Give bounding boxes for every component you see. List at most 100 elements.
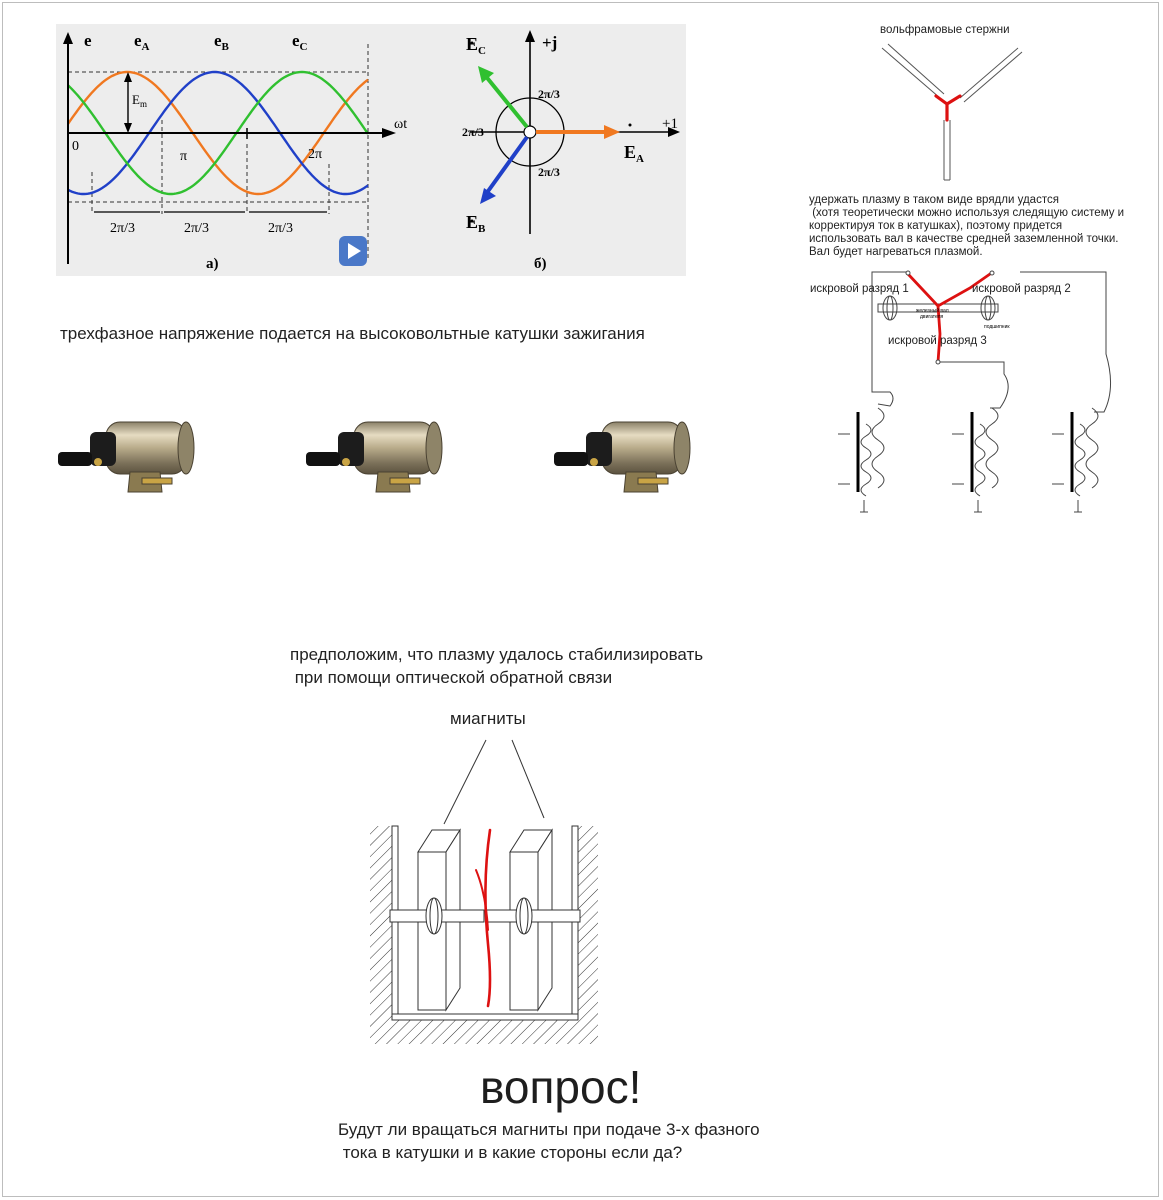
floor-inner <box>391 1013 579 1021</box>
circuit-coil-1 <box>838 407 885 513</box>
rod-left <box>881 43 945 99</box>
spark-label-2: искровой разряд 2 <box>972 283 1071 295</box>
rod-right <box>959 47 1023 103</box>
bearing-left-inner <box>886 295 894 321</box>
angle-label-top: 2π/3 <box>538 87 560 101</box>
angle-label-bottom: 2π/3 <box>538 165 560 179</box>
assumption-line-1: предположим, что плазму удалось стабилиз… <box>290 645 704 664</box>
spark-label-1: искровой разряд 1 <box>810 283 909 295</box>
wall-left <box>370 826 392 1044</box>
question-title: вопрос! <box>480 1061 642 1113</box>
phasor-a-label: EA <box>624 142 644 165</box>
wall-right <box>578 826 598 1044</box>
spark-y-junction <box>934 94 962 122</box>
phase-b-curve <box>67 70 369 196</box>
plasma-note: удержать плазму в таком виде врядли удас… <box>809 194 1149 259</box>
series-label-c: eC <box>292 31 308 53</box>
magnets-diagram <box>370 739 598 1044</box>
spark-circuit-diagram: железный вал двигателя подшипник <box>838 270 1111 513</box>
electrode-2 <box>989 270 995 276</box>
tungsten-rods-diagram <box>881 43 1023 181</box>
phasor-c-arrowhead <box>478 66 494 83</box>
phasor-a-arrowhead <box>604 125 620 139</box>
wire-1 <box>871 271 908 407</box>
coils-caption: трехфазное напряжение подается на высоко… <box>60 324 645 343</box>
amplitude-arrow-head-bottom <box>124 123 132 133</box>
plasma-note-line-5: Вал будет нагреваться плазмой. <box>809 246 983 258</box>
waveform-caption: а) <box>206 256 219 272</box>
circuit-coil-2 <box>952 407 999 513</box>
plasma-stream <box>484 828 492 1008</box>
electrode-3 <box>935 359 941 365</box>
phasor-b-vector <box>484 135 529 196</box>
plasma-branch <box>475 869 489 931</box>
x-axis-arrow <box>382 128 396 138</box>
publisher-logo <box>339 236 367 266</box>
figure-background <box>56 24 686 276</box>
wire-3 <box>938 361 1009 409</box>
phasor-caption: б) <box>534 256 547 272</box>
ignition-coil-2 <box>306 421 443 493</box>
interval-label-3: 2π/3 <box>268 221 293 236</box>
spark-discharge-lines <box>906 272 992 364</box>
x-axis-label: ωt <box>394 117 407 132</box>
amplitude-label: Em <box>132 92 147 109</box>
magnet-right <box>485 828 581 1012</box>
phasor-b-arrowhead <box>480 188 496 204</box>
ignition-coils <box>58 421 691 493</box>
shaft-label-2: двигателя <box>920 314 944 320</box>
imag-axis-arrow <box>525 30 535 42</box>
pointer-line-left <box>443 739 487 825</box>
three-phase-waveform-figure: e eA eB eC Em ωt 0 π 2π 2π/3 2π/3 2π/3 а… <box>56 24 686 276</box>
ignition-coil-3 <box>554 421 691 493</box>
amplitude-arrow-head-top <box>124 72 132 82</box>
spark-label-3: искровой разряд 3 <box>888 335 987 347</box>
question-line-1: Будут ли вращаться магниты при подаче 3-… <box>338 1120 760 1139</box>
tick-label-0: 0 <box>72 139 79 154</box>
series-label-b: eB <box>214 31 230 53</box>
phasor-b-label: EB <box>466 212 486 235</box>
series-label-a: eA <box>134 31 150 53</box>
question-line-2: тока в катушки и в какие стороны если да… <box>338 1143 683 1162</box>
phase-c-curve <box>67 70 369 196</box>
assumption-line-2: при помощи оптической обратной связи <box>290 668 613 687</box>
phasor-diagram: 2π/3 2π/3 2π/3 +j +1 EA EC EB <box>462 30 680 235</box>
bearing-right <box>980 295 996 321</box>
interval-label-1: 2π/3 <box>110 221 135 236</box>
dot-c <box>470 41 474 45</box>
electrode-1 <box>905 270 911 276</box>
bearing-label: подшипник <box>984 324 1010 330</box>
wall-inner-right <box>571 825 579 1021</box>
magnet-left <box>389 828 485 1012</box>
real-axis-arrow <box>668 127 680 137</box>
bearing-right-inner <box>984 295 992 321</box>
tungsten-title: вольфрамовые стержни <box>880 24 1010 36</box>
plasma-note-line-3: корректируя ток в катушках), поэтому при… <box>809 220 1063 232</box>
tick-label-pi: π <box>180 149 187 164</box>
wire-2 <box>1020 271 1111 413</box>
shaft-label-1: железный вал <box>916 307 949 314</box>
plasma-note-line-2: (хотя теоретически можно используя следя… <box>809 207 1125 219</box>
pointer-line-right <box>511 739 545 819</box>
y-axis-label: e <box>84 31 92 50</box>
phasor-c-label: EC <box>466 34 486 57</box>
dot-b <box>470 219 474 223</box>
magnets-label: миагниты <box>450 709 526 728</box>
floor <box>392 1020 578 1044</box>
bearing-left <box>882 295 898 321</box>
y-axis-arrow <box>63 32 73 44</box>
rod-bottom <box>943 120 951 181</box>
tick-label-2pi: 2π <box>308 147 322 162</box>
plasma-note-line-1: удержать плазму в таком виде врядли удас… <box>809 194 1059 206</box>
phasor-c-vector <box>482 72 529 129</box>
dot-a <box>628 123 632 127</box>
circuit-coil-3 <box>1052 407 1099 513</box>
ignition-coil-1 <box>58 421 195 493</box>
phase-a-curve <box>67 70 369 196</box>
interval-label-2: 2π/3 <box>184 221 209 236</box>
imag-axis-label: +j <box>542 33 557 52</box>
angle-label-left: 2π/3 <box>462 125 484 139</box>
wall-inner-left <box>391 825 399 1021</box>
plasma-note-line-4: использовать вал в качестве средней зазе… <box>809 233 1119 245</box>
